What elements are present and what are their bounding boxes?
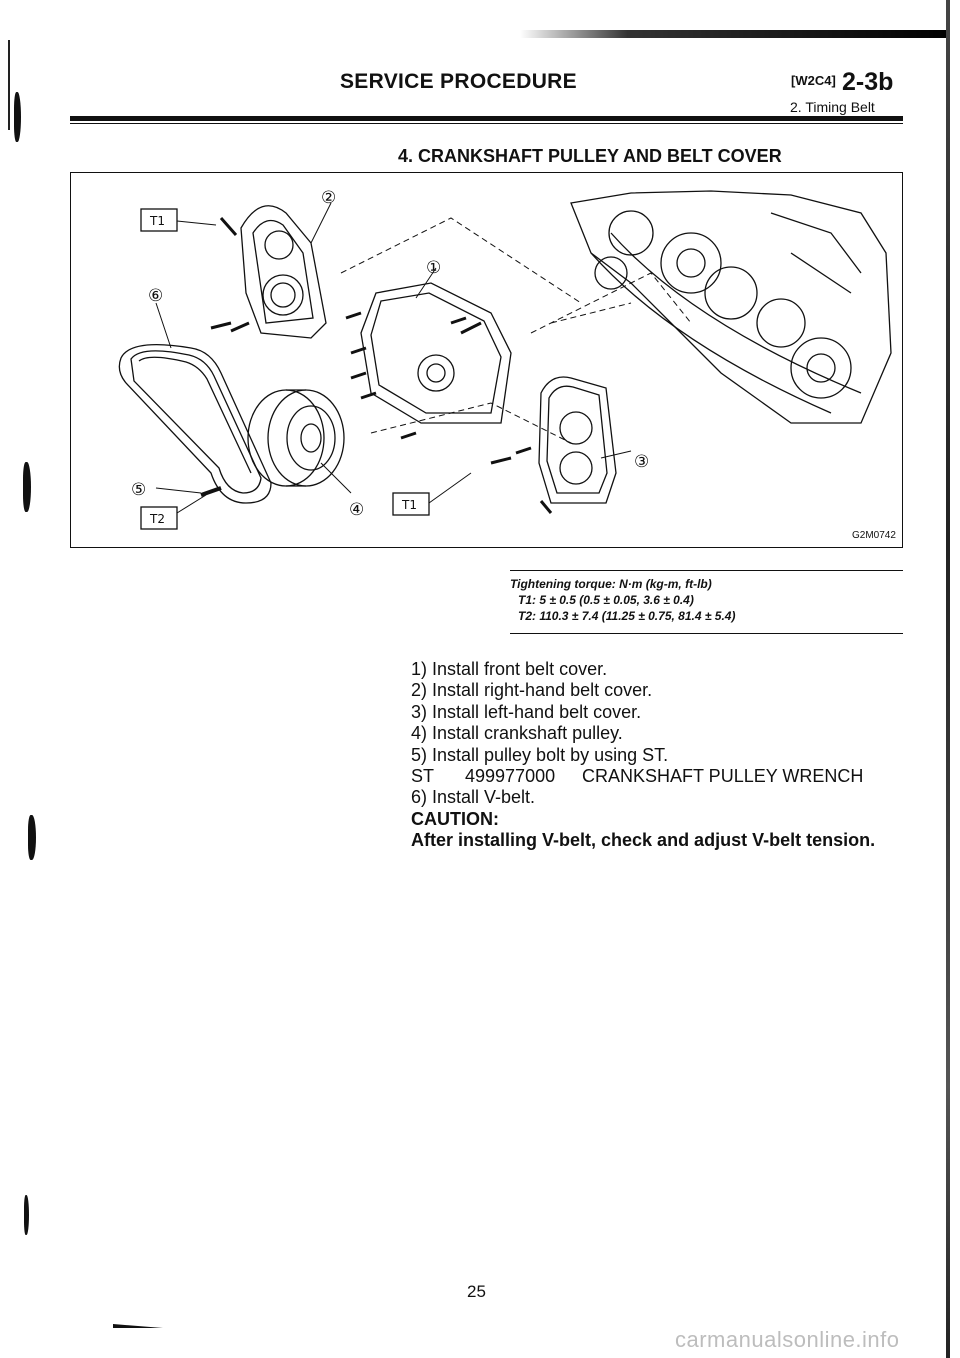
scan-top-bar	[520, 30, 950, 38]
exploded-diagram-figure: T1 T1 T2 ① ② ③ ④ ⑤ ⑥	[70, 172, 903, 548]
special-tool-label: ST	[411, 766, 435, 787]
left-hand-belt-cover	[538, 376, 617, 504]
front-belt-cover	[360, 282, 512, 424]
callout-2: ②	[321, 188, 336, 208]
procedure-steps: 1) Install front belt cover. 2) Install …	[411, 659, 875, 852]
page-header-code: [W2C4]	[791, 73, 836, 88]
caution-text: After installing V-belt, check and adjus…	[411, 830, 876, 851]
footer-stroke-mark	[113, 1324, 163, 1328]
torque-tag-t2	[140, 506, 178, 530]
special-tool-name: CRANKSHAFT PULLEY WRENCH	[582, 766, 864, 787]
torque-tag-t2-label: T2	[149, 512, 165, 526]
torque-rule-top	[510, 570, 903, 571]
scan-left-line	[8, 40, 10, 130]
step-5: 5) Install pulley bolt by using ST.	[411, 744, 669, 765]
right-hand-belt-cover	[240, 205, 327, 339]
torque-title: Tightening torque: N·m (kg-m, ft-lb)	[510, 577, 712, 591]
page-subsection: 2. Timing Belt	[790, 99, 875, 115]
exploded-diagram: T1 T1 T2 ① ② ③ ④ ⑤ ⑥	[118, 188, 892, 530]
torque-rule-bottom	[510, 633, 903, 634]
v-belt	[118, 344, 272, 504]
engine-block	[570, 190, 892, 424]
section-heading: 4. CRANKSHAFT PULLEY AND BELT COVER	[398, 146, 782, 166]
step-2: 2) Install right-hand belt cover.	[411, 680, 653, 701]
callout-5: ⑤	[131, 480, 146, 500]
step-4: 4) Install crankshaft pulley.	[411, 723, 623, 744]
special-tool-row: ST 499977000 CRANKSHAFT PULLEY WRENCH	[411, 766, 875, 787]
step-6: 6) Install V-belt.	[411, 787, 536, 808]
binding-hole-mark	[14, 92, 21, 142]
header-rule-thin	[70, 123, 903, 124]
torque-tag-t1-label: T1	[149, 214, 165, 228]
scan-page-edge	[946, 0, 950, 1358]
special-tool-number: 499977000	[465, 766, 556, 787]
binding-hole-mark	[23, 462, 31, 512]
binding-hole-mark	[28, 815, 36, 860]
torque-t2: T2: 110.3 ± 7.4 (11.25 ± 0.75, 81.4 ± 5.…	[518, 609, 736, 623]
torque-tag-t1-lower-label: T1	[401, 498, 417, 512]
torque-spec: Tightening torque: N·m (kg-m, ft-lb) T1:…	[510, 576, 735, 624]
step-1: 1) Install front belt cover.	[411, 659, 608, 679]
header-rule	[70, 116, 903, 121]
callout-4: ④	[349, 500, 364, 520]
page-number: 25	[467, 1282, 486, 1301]
figure-code: G2M0742	[852, 530, 896, 541]
torque-t1: T1: 5 ± 0.5 (0.5 ± 0.05, 3.6 ± 0.4)	[518, 593, 694, 607]
crankshaft-pulley	[247, 389, 325, 487]
callout-3: ③	[634, 452, 649, 472]
step-3: 3) Install left-hand belt cover.	[411, 701, 642, 722]
watermark-text: carmanualsonline.info	[675, 1327, 900, 1352]
binding-hole-mark	[24, 1195, 29, 1235]
caution-title: CAUTION:	[411, 808, 499, 829]
page-header-title: SERVICE PROCEDURE	[340, 70, 577, 93]
page-section-number: 2-3b	[842, 68, 894, 96]
torque-tag-t1-lower	[392, 492, 430, 516]
torque-tag-t1	[140, 208, 178, 232]
callout-6: ⑥	[148, 286, 163, 306]
callout-1: ①	[426, 258, 441, 278]
